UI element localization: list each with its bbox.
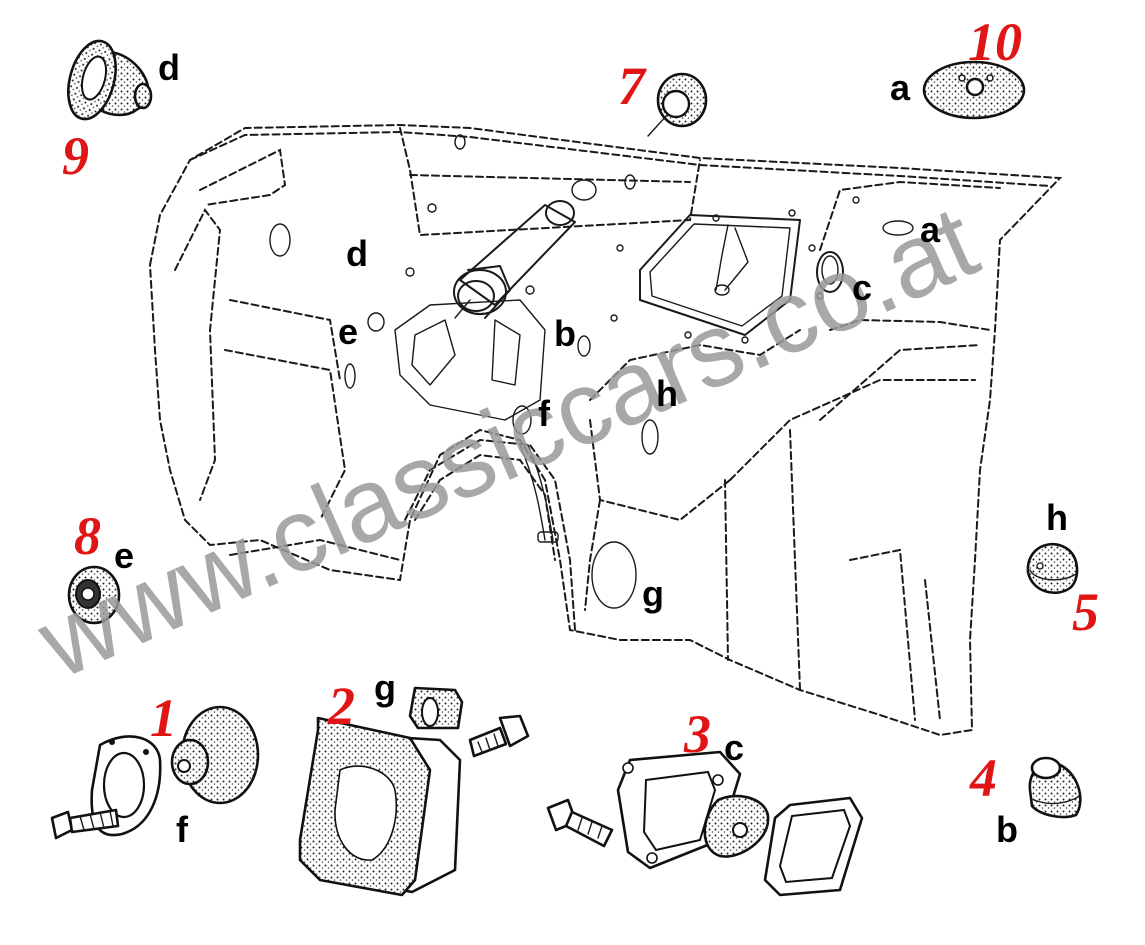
- part-letter-e: e: [114, 535, 134, 576]
- panel-label-b: b: [554, 313, 576, 354]
- panel-label-g: g: [642, 573, 664, 614]
- part-letter-b: b: [996, 809, 1018, 850]
- part-3-assembly: [546, 750, 864, 897]
- bulkhead-panel: [148, 123, 1063, 737]
- part-8-grommet: [67, 565, 121, 625]
- part-letter-h: h: [1046, 497, 1068, 538]
- panel-label-a: a: [920, 209, 941, 250]
- part-number-3: 3: [683, 704, 711, 764]
- part-number-1: 1: [150, 688, 177, 748]
- part-letter-d: d: [158, 47, 180, 88]
- part-4-grommet: [1028, 756, 1082, 819]
- panel-label-e: e: [338, 311, 358, 352]
- part-10-grommet: [922, 60, 1026, 120]
- part-9-grommet: [67, 39, 153, 121]
- part-letter-a: a: [890, 67, 911, 108]
- part-number-4: 4: [969, 748, 997, 808]
- panel-label-f: f: [538, 393, 551, 434]
- part-number-2: 2: [327, 676, 355, 736]
- watermark-text: www.classiccars.co.at: [21, 184, 993, 702]
- part-2-assembly: [298, 686, 530, 897]
- panel-label-h: h: [656, 373, 678, 414]
- part-number-8: 8: [74, 506, 101, 566]
- part-letter-c: c: [724, 727, 744, 768]
- panel-label-d: d: [346, 233, 368, 274]
- part-letter-g: g: [374, 667, 396, 708]
- part-number-5: 5: [1072, 582, 1099, 642]
- part-number-9: 9: [62, 126, 89, 186]
- part-5-grommet: [1026, 542, 1079, 594]
- part-number-7: 7: [618, 56, 647, 116]
- part-letter-f: f: [176, 809, 189, 850]
- panel-label-c: c: [852, 267, 872, 308]
- part-7-grommet: [647, 72, 708, 137]
- part-number-10: 10: [968, 12, 1022, 72]
- steering-column: [453, 200, 576, 319]
- part-1-assembly: [50, 705, 260, 840]
